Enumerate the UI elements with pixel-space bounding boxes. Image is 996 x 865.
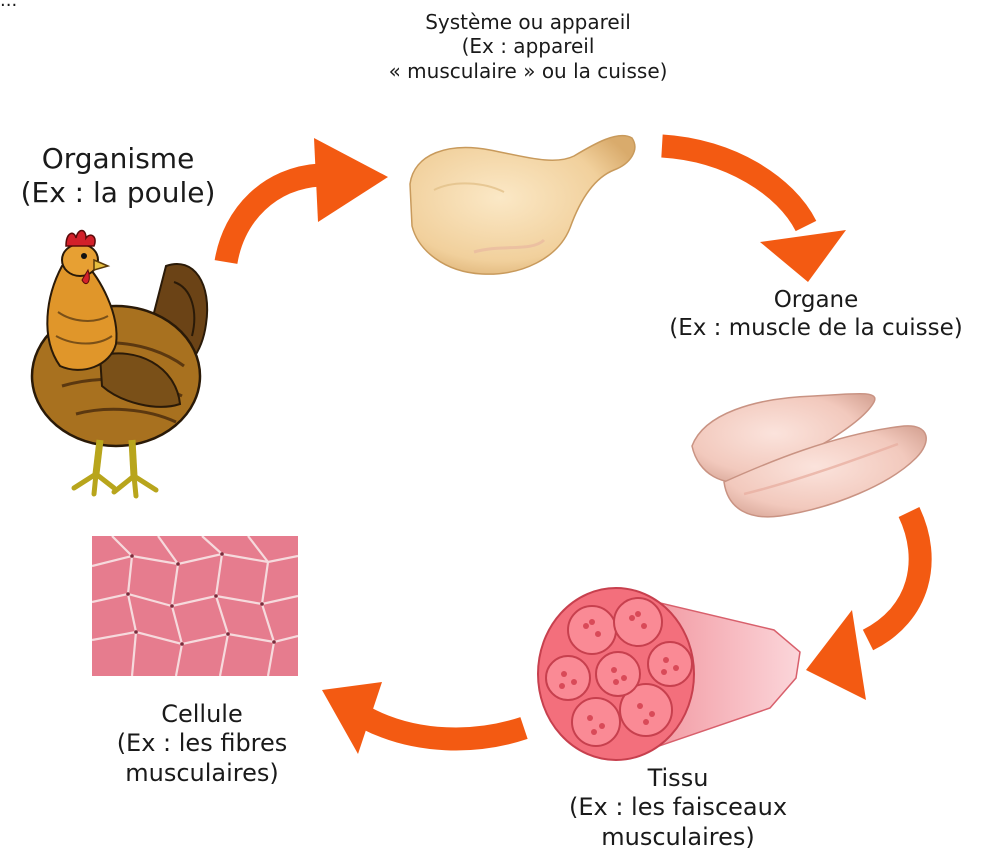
arrow-tissue-to-cell — [322, 682, 524, 754]
arrow-organism-to-system — [226, 138, 388, 262]
muscle-bundle-picture — [534, 582, 802, 766]
muscle-fibres-micrograph — [92, 536, 298, 676]
arrow-system-to-organ — [662, 146, 846, 282]
hen-picture — [16, 226, 216, 500]
arrow-organ-to-tissue — [806, 512, 920, 700]
chicken-leg-picture — [404, 126, 640, 280]
chicken-breast-picture — [684, 384, 934, 522]
